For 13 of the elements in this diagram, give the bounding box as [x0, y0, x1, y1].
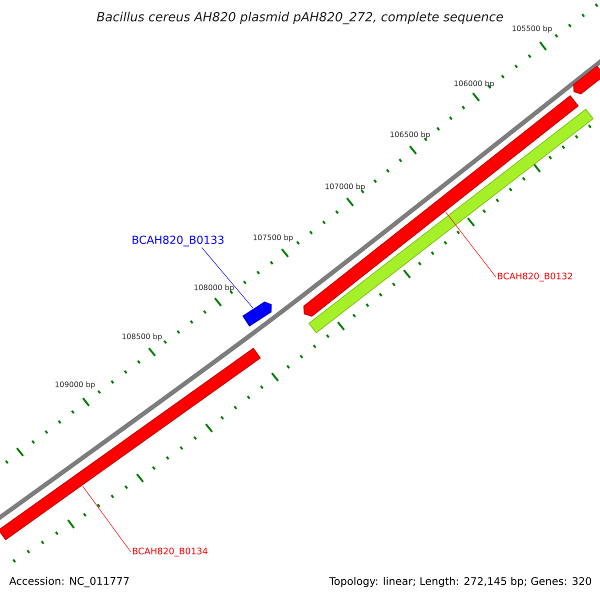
gene-segment: [573, 66, 600, 94]
leader-line: [202, 247, 254, 308]
leader-line: [445, 212, 496, 278]
gene-label: BCAH820_B0134: [132, 548, 208, 556]
title: Bacillus cereus AH820 plasmid pAH820_272, complete sequence: [96, 12, 503, 24]
gene-segment: [308, 108, 594, 334]
gene-segment: [0, 348, 261, 540]
gene-label: BCAH820_B0132: [498, 272, 572, 282]
footer-text: Topology: linear; Length: 272,145 bp; Genes: 320: [329, 576, 592, 588]
footer-text: Accession: NC_011777: [9, 576, 129, 588]
gene-segment: [303, 95, 579, 317]
gene-label: BCAH820_B0133: [132, 236, 224, 246]
leader-line: [82, 486, 132, 552]
